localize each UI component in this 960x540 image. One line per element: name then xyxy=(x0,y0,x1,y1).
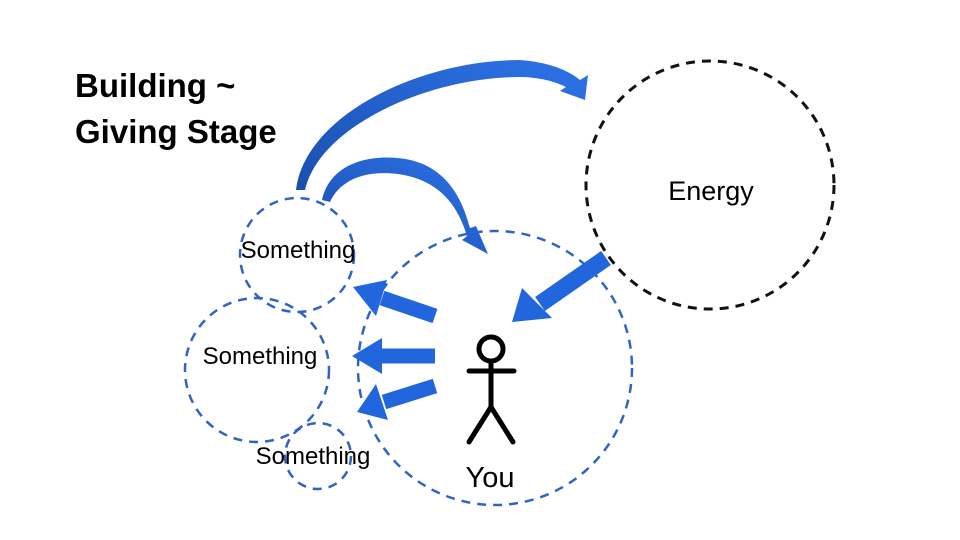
you-to-something-middle-arrow xyxy=(352,338,435,374)
something-top-circle xyxy=(238,196,356,314)
energy-circle xyxy=(584,59,836,311)
arc-arrow-to-energy xyxy=(296,60,588,190)
something-middle-label: Something xyxy=(203,343,318,370)
something-top-label: Something xyxy=(241,237,356,264)
you-label: You xyxy=(466,462,515,494)
title-line-1: Building ~ xyxy=(75,67,235,104)
you-circle xyxy=(356,229,634,507)
stick-figure-icon xyxy=(466,334,517,445)
something-bottom-label: Something xyxy=(256,443,371,470)
something-middle-circle xyxy=(183,296,331,444)
title-line-2: Giving Stage xyxy=(75,113,277,150)
you-to-something-bottom-arrow xyxy=(357,378,438,420)
energy-to-you-arrow xyxy=(512,251,611,322)
something-bottom-circle xyxy=(283,421,353,491)
arc-arrow-to-you xyxy=(322,157,488,254)
energy-label: Energy xyxy=(668,176,754,206)
you-to-something-top-arrow xyxy=(353,280,438,324)
